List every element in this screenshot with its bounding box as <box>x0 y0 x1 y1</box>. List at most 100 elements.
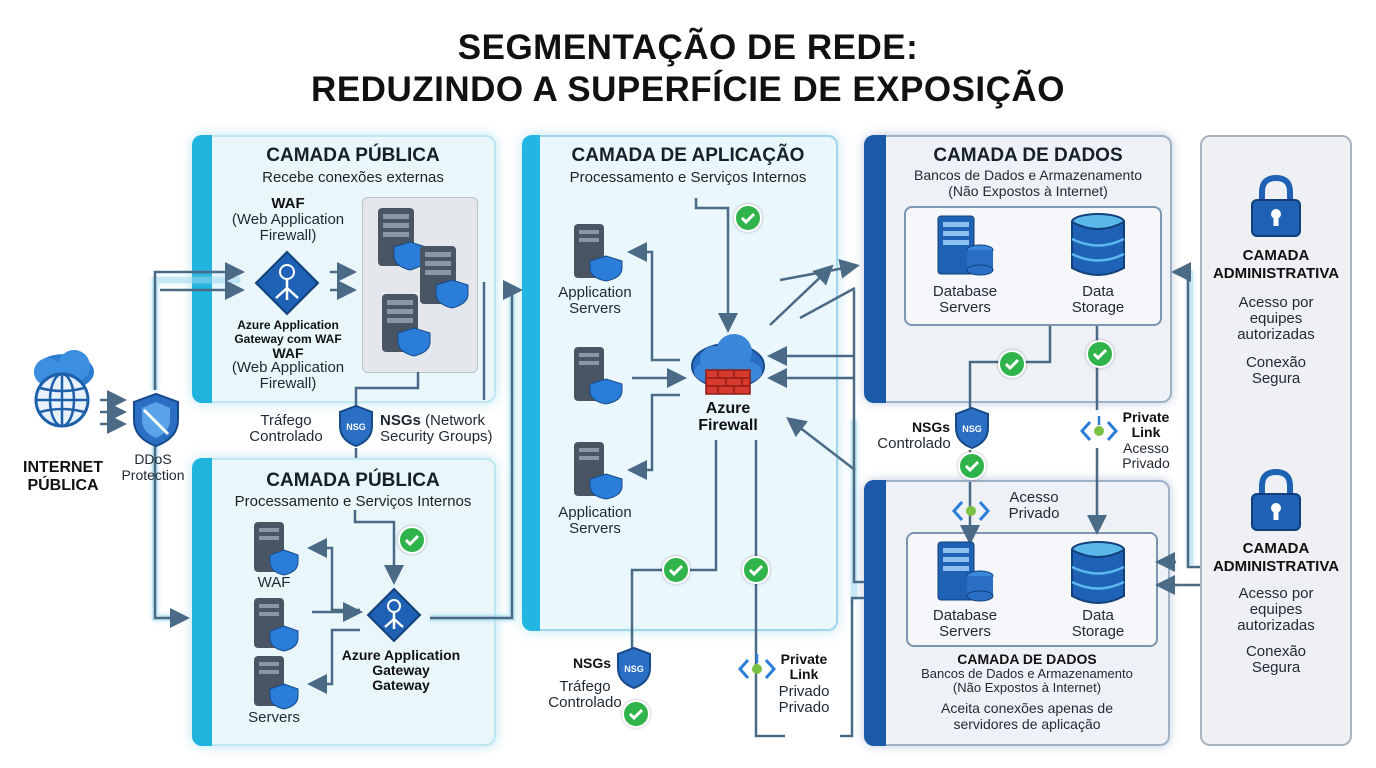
check-icon <box>742 556 770 584</box>
data-top-subtitle-2: (Não Expostos à Internet) <box>948 183 1108 199</box>
st-top-label-2: Storage <box>1071 299 1125 316</box>
admin-bottom-l2: equipes <box>1249 601 1303 618</box>
ddos-label-1: DDoS <box>134 451 172 467</box>
pl-right-bold-2: Link <box>1131 424 1161 440</box>
acesso-privado-2: Privado <box>1008 505 1060 522</box>
admin-top-l4: Conexão <box>1245 354 1307 371</box>
data-bottom-note-2: servidores de aplicação <box>953 716 1101 732</box>
waf-subtitle-2: Firewall) <box>259 227 317 244</box>
check-icon <box>958 452 986 480</box>
lock-icon <box>1250 468 1302 532</box>
data-bottom-subtitle-2: (Não Expostos à Internet) <box>952 680 1102 695</box>
st-bottom-label-2: Storage <box>1071 623 1125 640</box>
nsg-mid-left-2: Controlado <box>249 428 323 445</box>
pl-bottom-bold-2: Link <box>789 666 819 682</box>
data-storage-icon <box>1070 540 1126 608</box>
check-icon <box>1086 340 1114 368</box>
data-top-heading: CAMADA DE DADOS <box>933 145 1123 166</box>
azure-firewall-label-1: Azure <box>705 400 751 417</box>
bottom-gateway-3: Gateway <box>372 677 430 693</box>
server-icon <box>250 596 302 652</box>
public-top-heading: CAMADA PÚBLICA <box>266 145 440 166</box>
data-top-subtitle-1: Bancos de Dados e Armazenamento <box>913 167 1143 183</box>
app-servers-top-1: Application <box>558 284 632 301</box>
app-gateway-icon <box>366 587 422 643</box>
st-top-label-1: Data <box>1082 283 1114 300</box>
nsg-mid-right-bold: NSGs <box>380 412 421 429</box>
data-bottom-note-1: Aceita conexões apenas de <box>940 700 1113 716</box>
gateway-label-2: Gateway com WAF <box>234 332 342 346</box>
pl-right-bold-1: Private <box>1122 409 1170 425</box>
db-top-label-2: Servers <box>939 299 991 316</box>
admin-bottom-l3: autorizadas <box>1237 617 1315 634</box>
nsg-mid-left-1: Tráfego <box>260 412 312 429</box>
nsg-mid-right-1: NSGs (Network <box>380 413 500 429</box>
waf-label: WAF <box>257 574 291 591</box>
nsg-bottom-line-1: Tráfego <box>559 678 611 695</box>
admin-bottom-l4: Conexão <box>1245 643 1307 660</box>
svg-text:NSG: NSG <box>962 424 982 434</box>
app-servers-top-2: Servers <box>569 300 621 317</box>
waf-subtitle-1: (Web Application <box>231 211 345 228</box>
waf-server-icon <box>250 520 302 576</box>
admin-top-l2: equipes <box>1249 310 1303 327</box>
ddos-label-2: Protection <box>121 467 185 483</box>
data-bottom-subtitle-1: Bancos de Dados e Armazenamento <box>921 666 1133 681</box>
admin-top-l3: autorizadas <box>1237 326 1315 343</box>
pl-bottom-line-2: Privado <box>778 699 830 716</box>
admin-top-heading-2: ADMINISTRATIVA <box>1212 265 1340 282</box>
private-link-icon <box>1079 414 1119 448</box>
nsg-bottom-line-2: Controlado <box>548 694 622 711</box>
ddos-shield-icon <box>130 392 182 448</box>
admin-bottom-l5: Segura <box>1251 659 1301 676</box>
check-icon <box>622 700 650 728</box>
server-icon <box>416 244 472 310</box>
azure-firewall-icon <box>688 332 768 398</box>
waf2-title: WAF <box>272 345 304 361</box>
waf2-subtitle-2: Firewall) <box>259 375 317 392</box>
acesso-privado-1: Acesso <box>1009 489 1059 506</box>
internet-label-2: PÚBLICA <box>27 477 99 494</box>
admin-top-heading-1: CAMADA <box>1242 247 1310 264</box>
admin-bottom-l1: Acesso por <box>1238 585 1314 602</box>
nsg-shield-icon: NSG <box>616 646 652 690</box>
db-bottom-label-1: Database <box>932 607 998 624</box>
bottom-gateway-1: Azure Application <box>341 647 461 663</box>
app-layer-subtitle: Processamento e Serviços Internos <box>569 169 807 186</box>
data-bottom-heading: CAMADA DE DADOS <box>957 651 1097 667</box>
pl-bottom-line-1: Privado <box>778 683 830 700</box>
nsg-shield-icon: NSG <box>954 406 990 450</box>
check-icon <box>734 204 762 232</box>
private-link-icon <box>737 652 777 686</box>
public-top-subtitle: Recebe conexões externas <box>262 169 444 186</box>
admin-top-l1: Acesso por <box>1238 294 1314 311</box>
pl-right-line-1: Acesso <box>1123 440 1169 456</box>
public-bottom-heading: CAMADA PÚBLICA <box>266 470 440 491</box>
admin-bottom-heading-2: ADMINISTRATIVA <box>1212 558 1340 575</box>
pl-right-line-2: Privado <box>1122 455 1170 471</box>
nsg-mid-right-text: (Network <box>420 412 486 429</box>
internet-globe-icon <box>22 348 102 428</box>
st-bottom-label-1: Data <box>1082 607 1114 624</box>
server-icon <box>250 654 302 710</box>
check-icon <box>998 350 1026 378</box>
nsg-right-line-1: Controlado <box>877 435 951 452</box>
azure-firewall-label-2: Firewall <box>698 417 758 434</box>
nsg-right-bold: NSGs <box>911 419 951 435</box>
gateway-label-1: Azure Application <box>237 318 339 332</box>
bottom-gateway-2: Gateway <box>372 662 430 678</box>
database-server-icon <box>936 214 996 278</box>
data-storage-icon <box>1070 212 1126 280</box>
waf-title: WAF <box>271 195 305 212</box>
admin-top-l5: Segura <box>1251 370 1301 387</box>
private-access-icon <box>951 494 991 528</box>
db-bottom-label-2: Servers <box>939 623 991 640</box>
pl-bottom-bold-1: Private <box>780 651 828 667</box>
lock-icon <box>1250 174 1302 238</box>
app-server-icon <box>572 222 628 282</box>
check-icon <box>398 526 426 554</box>
nsg-mid-right-2: Security Groups) <box>380 428 493 445</box>
app-layer-heading: CAMADA DE APLICAÇÃO <box>571 145 805 166</box>
app-server-icon <box>572 345 628 405</box>
